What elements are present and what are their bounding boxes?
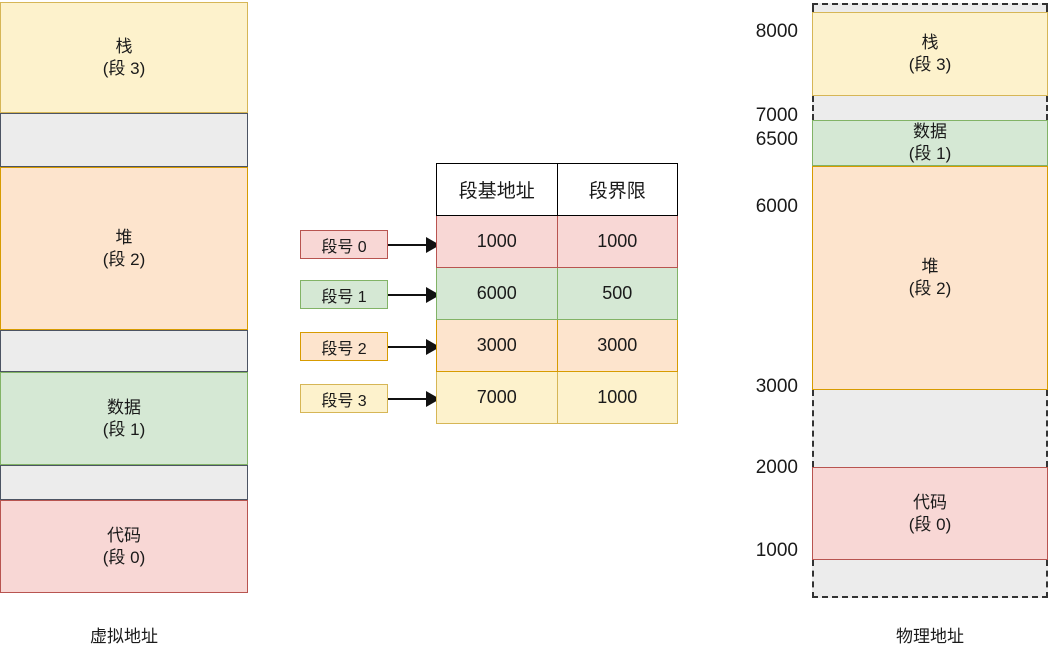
virtual-block-data-name: 数据 [107, 397, 141, 417]
virtual-block-stack-sub: (段 3) [102, 58, 146, 78]
physical-hole-top [812, 3, 1048, 12]
segment-chip-1[interactable]: 段号 1 [300, 280, 388, 309]
physical-block-stack-sub: (段 3) [908, 55, 952, 74]
axis-tick-3000: 3000 [755, 376, 798, 397]
physical-block-stack: 栈 (段 3) [812, 12, 1048, 96]
physical-hole-bottom [812, 560, 1048, 598]
segment-chip-3[interactable]: 段号 3 [300, 384, 388, 413]
physical-block-stack-name: 栈 [921, 33, 939, 53]
virtual-block-code-sub: (段 0) [102, 547, 146, 567]
segment-table-row-0-base: 1000 [436, 215, 558, 268]
axis-tick-1000: 1000 [755, 540, 798, 561]
virtual-hole-above-code [0, 465, 248, 500]
segment-chip-0-label: 段号 0 [321, 238, 367, 256]
physical-block-heap-name: 堆 [921, 257, 939, 277]
arrow-segment-0 [388, 237, 440, 253]
segment-table-row-0[interactable]: 1000 1000 [436, 215, 678, 268]
segment-table-row-2-limit: 3000 [556, 319, 678, 372]
arrow-segment-3 [388, 391, 440, 407]
segment-table-row-3[interactable]: 7000 1000 [436, 371, 678, 424]
segment-chip-0[interactable]: 段号 0 [300, 230, 388, 259]
virtual-block-stack: 栈 (段 3) [0, 2, 248, 113]
virtual-block-stack-name: 栈 [115, 36, 133, 56]
segment-table-row-3-base: 7000 [436, 371, 558, 424]
segment-table-row-3-limit: 1000 [556, 371, 678, 424]
virtual-block-data: 数据 (段 1) [0, 372, 248, 465]
axis-tick-7000: 7000 [755, 105, 798, 126]
virtual-hole-above-data [0, 330, 248, 372]
physical-block-code: 代码 (段 0) [812, 467, 1048, 560]
segment-table-row-2-base: 3000 [436, 319, 558, 372]
segment-table-row-0-limit: 1000 [556, 215, 678, 268]
physical-block-data: 数据 (段 1) [812, 120, 1048, 166]
physical-block-data-name: 数据 [913, 122, 947, 142]
segment-table-row-1-limit: 500 [556, 267, 678, 320]
segment-chip-3-label: 段号 3 [321, 392, 367, 410]
arrow-segment-1 [388, 287, 440, 303]
segment-chip-2-label: 段号 2 [321, 340, 367, 358]
axis-tick-8000: 8000 [755, 21, 798, 42]
segment-table-row-1-base: 6000 [436, 267, 558, 320]
physical-block-heap-sub: (段 2) [908, 279, 952, 298]
segment-table-row-2[interactable]: 3000 3000 [436, 319, 678, 372]
axis-tick-6500: 6500 [755, 129, 798, 150]
virtual-block-code: 代码 (段 0) [0, 500, 248, 593]
virtual-address-column: 栈 (段 3) 堆 (段 2) 数据 (段 1) 代码 (段 0) [0, 0, 248, 600]
physical-block-data-sub: (段 1) [908, 144, 952, 163]
virtual-hole-above-heap [0, 113, 248, 167]
axis-tick-6000: 6000 [755, 196, 798, 217]
physical-block-code-name: 代码 [913, 492, 947, 512]
physical-hole-2000-3000 [812, 390, 1048, 467]
virtual-block-code-name: 代码 [107, 525, 141, 545]
segment-chip-2[interactable]: 段号 2 [300, 332, 388, 361]
physical-block-heap: 堆 (段 2) [812, 166, 1048, 390]
physical-hole-6500-7000 [812, 96, 1048, 120]
physical-block-code-sub: (段 0) [908, 514, 952, 534]
virtual-block-heap-name: 堆 [115, 227, 133, 247]
segment-table-header-base: 段基地址 [436, 163, 558, 216]
segment-table-header-row: 段基地址 段界限 [436, 163, 678, 216]
arrow-segment-2 [388, 339, 440, 355]
physical-address-caption: 物理地址 [896, 627, 964, 646]
segment-table-header-limit: 段界限 [556, 163, 678, 216]
segment-table-row-1[interactable]: 6000 500 [436, 267, 678, 320]
virtual-block-heap-sub: (段 2) [102, 249, 146, 269]
segment-table: 段基地址 段界限 1000 1000 6000 500 3000 3000 70… [436, 163, 678, 424]
virtual-block-data-sub: (段 1) [102, 419, 146, 439]
axis-tick-2000: 2000 [755, 457, 798, 478]
virtual-address-caption: 虚拟地址 [90, 627, 158, 646]
physical-address-column: 栈 (段 3) 数据 (段 1) 堆 (段 2) 代码 (段 0) [812, 0, 1048, 600]
segment-chip-1-label: 段号 1 [321, 288, 367, 306]
virtual-block-heap: 堆 (段 2) [0, 167, 248, 330]
